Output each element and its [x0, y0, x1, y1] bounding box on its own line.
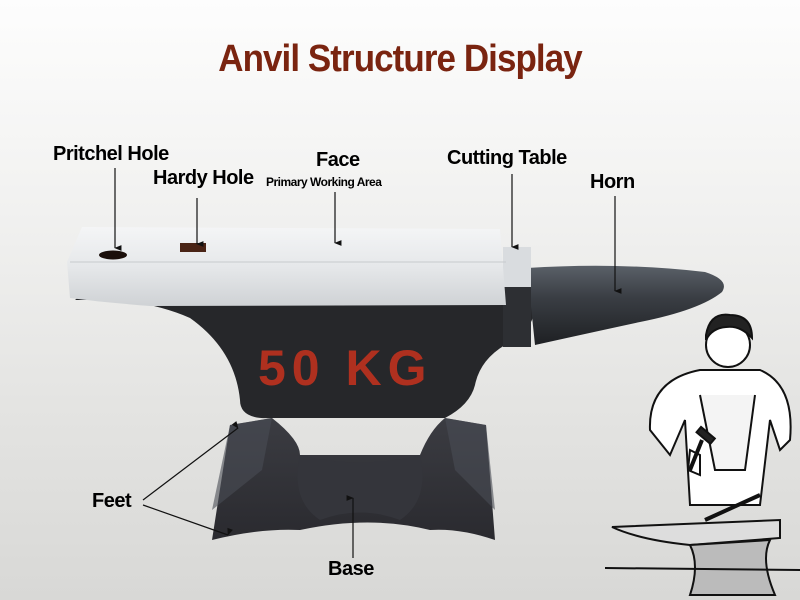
- pritchel-hole: [99, 250, 127, 260]
- label-cutting-table: Cutting Table: [447, 147, 567, 169]
- label-face: Face: [316, 149, 360, 171]
- anvil-base: [212, 418, 495, 540]
- label-horn: Horn: [590, 171, 635, 193]
- hardy-hole: [180, 243, 206, 252]
- anvil-horn: [527, 265, 724, 345]
- page-title: Anvil Structure Display: [218, 38, 582, 80]
- cutting-table-surface: [503, 247, 531, 287]
- anvil-body: [75, 296, 535, 419]
- anvil-face: [67, 227, 506, 306]
- pointer-lines: [114, 168, 622, 558]
- label-pritchel-hole: Pritchel Hole: [53, 143, 169, 165]
- label-base: Base: [328, 558, 374, 580]
- label-feet: Feet: [92, 490, 132, 512]
- blacksmith-illustration: [604, 313, 800, 596]
- label-face-subtitle: Primary Working Area: [266, 175, 382, 189]
- label-hardy-hole: Hardy Hole: [153, 167, 254, 189]
- anvil-weight-marking: 50 KG: [258, 340, 433, 396]
